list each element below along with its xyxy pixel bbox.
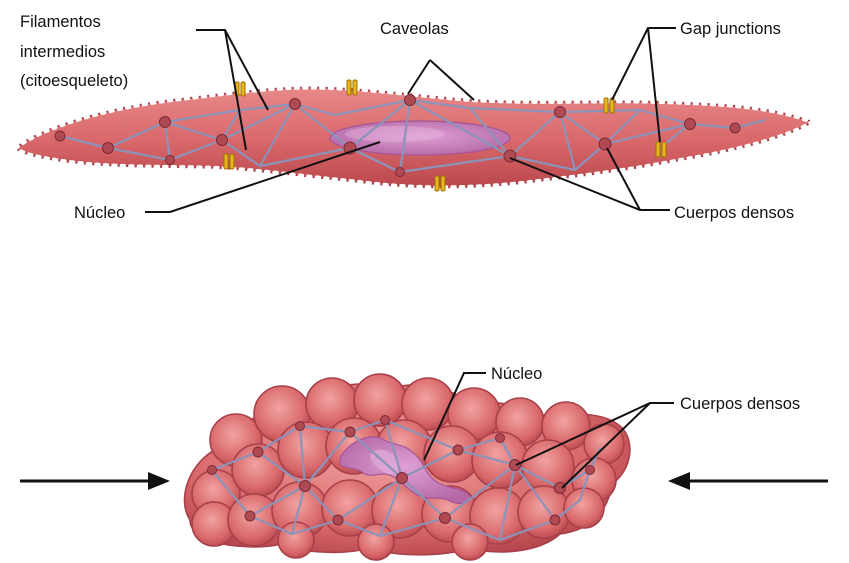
label-nucleus-contracted: Núcleo: [491, 365, 542, 383]
contracted-cell: Núcleo Cuerpos densos: [20, 365, 828, 560]
label-gap-junctions: Gap junctions: [680, 20, 781, 38]
relaxed-cell: Filamentos intermedios (citoesqueleto) C…: [16, 13, 812, 222]
left-arrowhead: [148, 472, 170, 490]
label-intermediate-filaments: Filamentos intermedios (citoesqueleto): [20, 13, 128, 90]
label-dense-bodies-contracted: Cuerpos densos: [680, 395, 800, 413]
label-caveolae: Caveolas: [380, 20, 449, 38]
label-nucleus-relaxed: Núcleo: [74, 204, 125, 222]
right-arrowhead: [668, 472, 690, 490]
label-dense-bodies-relaxed: Cuerpos densos: [674, 204, 794, 222]
